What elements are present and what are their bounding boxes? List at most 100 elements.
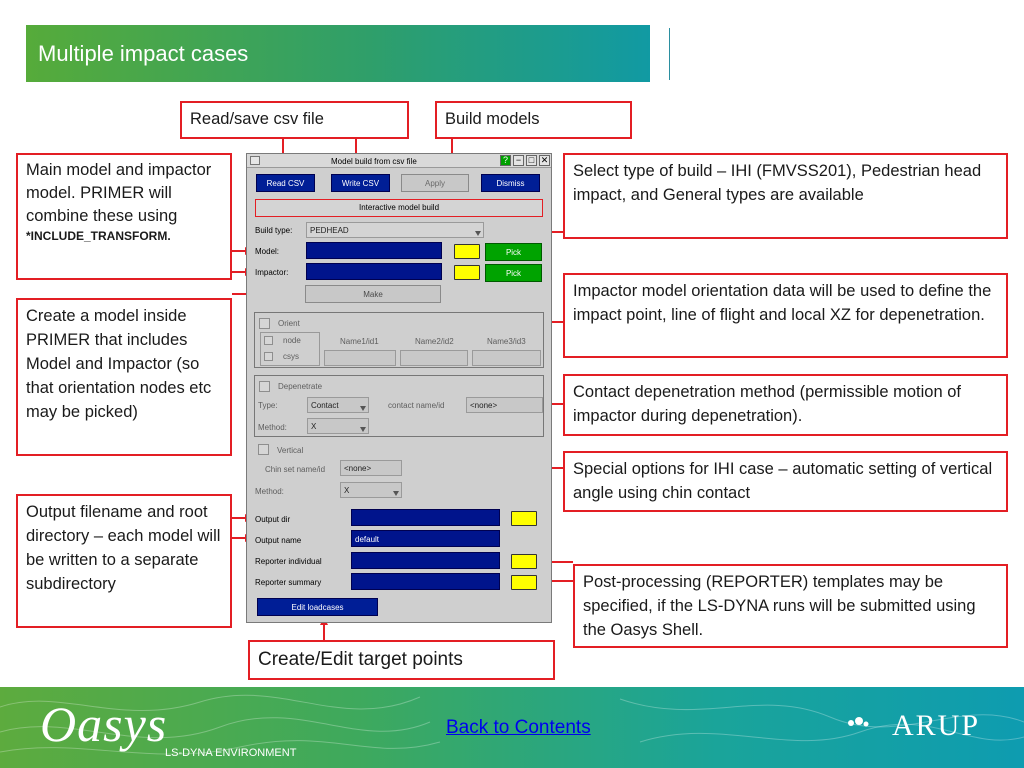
orient-csys-label: csys xyxy=(283,352,299,361)
restore-icon[interactable]: □ xyxy=(526,155,537,166)
orient-node-label: node xyxy=(283,336,301,345)
reporter-summary-field[interactable] xyxy=(351,573,500,590)
impactor-pick-button[interactable]: Pick xyxy=(485,264,542,282)
orient-radio-group: node csys xyxy=(260,332,320,366)
callout-ihi-text: Special options for IHI case – automatic… xyxy=(573,460,993,502)
callout-depenetration: Contact depenetration method (permissibl… xyxy=(563,374,1008,436)
depenetrate-method-dropdown[interactable]: X xyxy=(307,418,369,434)
callout-target-points: Create/Edit target points xyxy=(248,640,555,680)
output-dir-label: Output dir xyxy=(255,515,291,524)
arup-logo: ARUP xyxy=(892,709,981,742)
callout-orientation: Impactor model orientation data will be … xyxy=(563,273,1008,358)
footer: Oasys LS-DYNA ENVIRONMENT Back to Conten… xyxy=(0,687,1024,768)
callout-ihi: Special options for IHI case – automatic… xyxy=(563,451,1008,512)
title-banner: Multiple impact cases xyxy=(26,25,650,82)
back-to-contents-link[interactable]: Back to Contents xyxy=(446,717,591,738)
impactor-folder-icon[interactable] xyxy=(454,265,480,280)
reporter-summary-folder-icon[interactable] xyxy=(511,575,537,590)
reporter-individual-label: Reporter individual xyxy=(255,557,322,566)
vertical-checkbox[interactable] xyxy=(258,444,269,455)
orient-csys-radio[interactable] xyxy=(264,352,273,361)
depenetrate-contact-value: <none> xyxy=(470,401,498,410)
build-type-dropdown[interactable]: PEDHEAD xyxy=(306,222,484,238)
build-type-value: PEDHEAD xyxy=(310,226,349,235)
depenetrate-checkbox[interactable] xyxy=(259,381,270,392)
orient-name2-field[interactable] xyxy=(400,350,468,366)
footer-wave-lines xyxy=(0,694,1024,755)
depenetrate-contact-field[interactable]: <none> xyxy=(466,397,543,413)
orient-name1-field[interactable] xyxy=(324,350,396,366)
dismiss-button[interactable]: Dismiss xyxy=(481,174,540,192)
callout-build-models-text: Build models xyxy=(445,110,540,128)
reporter-individual-field[interactable] xyxy=(351,552,500,569)
edit-loadcases-button[interactable]: Edit loadcases xyxy=(257,598,378,616)
output-name-field[interactable]: default xyxy=(351,530,500,547)
window-menu-button[interactable] xyxy=(250,156,260,165)
callout-target-points-text: Create/Edit target points xyxy=(258,649,463,670)
vertical-method-value: X xyxy=(344,486,350,495)
orient-checkbox[interactable] xyxy=(259,318,270,329)
orient-col1-label: Name1/id1 xyxy=(340,337,379,346)
model-label: Model: xyxy=(255,247,280,256)
help-icon[interactable]: ? xyxy=(500,155,511,166)
depenetrate-method-label: Method: xyxy=(258,423,287,432)
output-name-value: default xyxy=(355,535,380,544)
vertical-method-dropdown[interactable]: X xyxy=(340,482,402,498)
model-field[interactable] xyxy=(306,242,442,259)
dropdown-arrow-icon xyxy=(393,491,399,496)
callout-output: Output filename and root directory – eac… xyxy=(16,494,232,628)
page-title: Multiple impact cases xyxy=(38,41,249,66)
chin-set-label: Chin set name/id xyxy=(265,465,326,474)
callout-post: Post-processing (REPORTER) templates may… xyxy=(573,564,1008,648)
callout-main-model-keyword: *INCLUDE_TRANSFORM. xyxy=(26,229,171,243)
minimize-icon[interactable]: − xyxy=(513,155,524,166)
output-dir-folder-icon[interactable] xyxy=(511,511,537,526)
dialog-title: Model build from csv file xyxy=(331,157,417,166)
callout-build-models: Build models xyxy=(435,101,632,139)
reporter-individual-folder-icon[interactable] xyxy=(511,554,537,569)
orient-col2-label: Name2/id2 xyxy=(415,337,454,346)
dropdown-arrow-icon xyxy=(360,427,366,432)
callout-depenetration-text: Contact depenetration method (permissibl… xyxy=(573,383,961,425)
apply-button[interactable]: Apply xyxy=(401,174,469,192)
callout-orientation-text: Impactor model orientation data will be … xyxy=(573,282,992,324)
orient-node-radio[interactable] xyxy=(264,336,273,345)
arup-mark-icon xyxy=(848,717,869,727)
orient-label: Orient xyxy=(278,319,300,328)
oasys-logo: Oasys xyxy=(40,696,168,752)
depenetrate-method-value: X xyxy=(311,422,317,431)
depenetrate-type-dropdown[interactable]: Contact xyxy=(307,397,369,413)
callout-output-text: Output filename and root directory – eac… xyxy=(26,503,221,593)
dropdown-arrow-icon xyxy=(475,231,481,236)
model-folder-icon[interactable] xyxy=(454,244,480,259)
interactive-model-build-banner: Interactive model build xyxy=(255,199,543,217)
dialog-titlebar[interactable]: Model build from csv file ? − □ ✕ xyxy=(247,154,551,168)
impactor-field[interactable] xyxy=(306,263,442,280)
callout-create-model: Create a model inside PRIMER that includ… xyxy=(16,298,232,456)
chin-set-field[interactable]: <none> xyxy=(340,460,402,476)
vertical-method-label: Method: xyxy=(255,487,284,496)
callout-select-type-text: Select type of build – IHI (FMVSS201), P… xyxy=(573,162,982,204)
dropdown-arrow-icon xyxy=(360,406,366,411)
callout-create-model-text: Create a model inside PRIMER that includ… xyxy=(26,307,212,421)
chin-set-value: <none> xyxy=(344,464,372,473)
build-type-label: Build type: xyxy=(255,226,293,235)
make-button[interactable]: Make xyxy=(305,285,441,303)
vertical-label: Vertical xyxy=(277,446,304,455)
impactor-label: Impactor: xyxy=(255,268,289,277)
close-icon[interactable]: ✕ xyxy=(539,155,550,166)
callout-main-model-text: Main model and impactor model. PRIMER wi… xyxy=(26,161,212,225)
orient-col3-label: Name3/id3 xyxy=(487,337,526,346)
model-pick-button[interactable]: Pick xyxy=(485,243,542,261)
write-csv-button[interactable]: Write CSV xyxy=(331,174,390,192)
callout-read-save: Read/save csv file xyxy=(180,101,409,139)
orient-name3-field[interactable] xyxy=(472,350,541,366)
callout-main-model: Main model and impactor model. PRIMER wi… xyxy=(16,153,232,280)
oasys-subtitle: LS-DYNA ENVIRONMENT xyxy=(165,747,297,759)
depenetrate-contact-label: contact name/id xyxy=(388,401,445,410)
callout-select-type: Select type of build – IHI (FMVSS201), P… xyxy=(563,153,1008,239)
callout-read-save-text: Read/save csv file xyxy=(190,110,324,128)
orient-group: Orient node csys Name1/id1 Name2/id2 Nam… xyxy=(254,312,544,368)
output-dir-field[interactable] xyxy=(351,509,500,526)
read-csv-button[interactable]: Read CSV xyxy=(256,174,315,192)
